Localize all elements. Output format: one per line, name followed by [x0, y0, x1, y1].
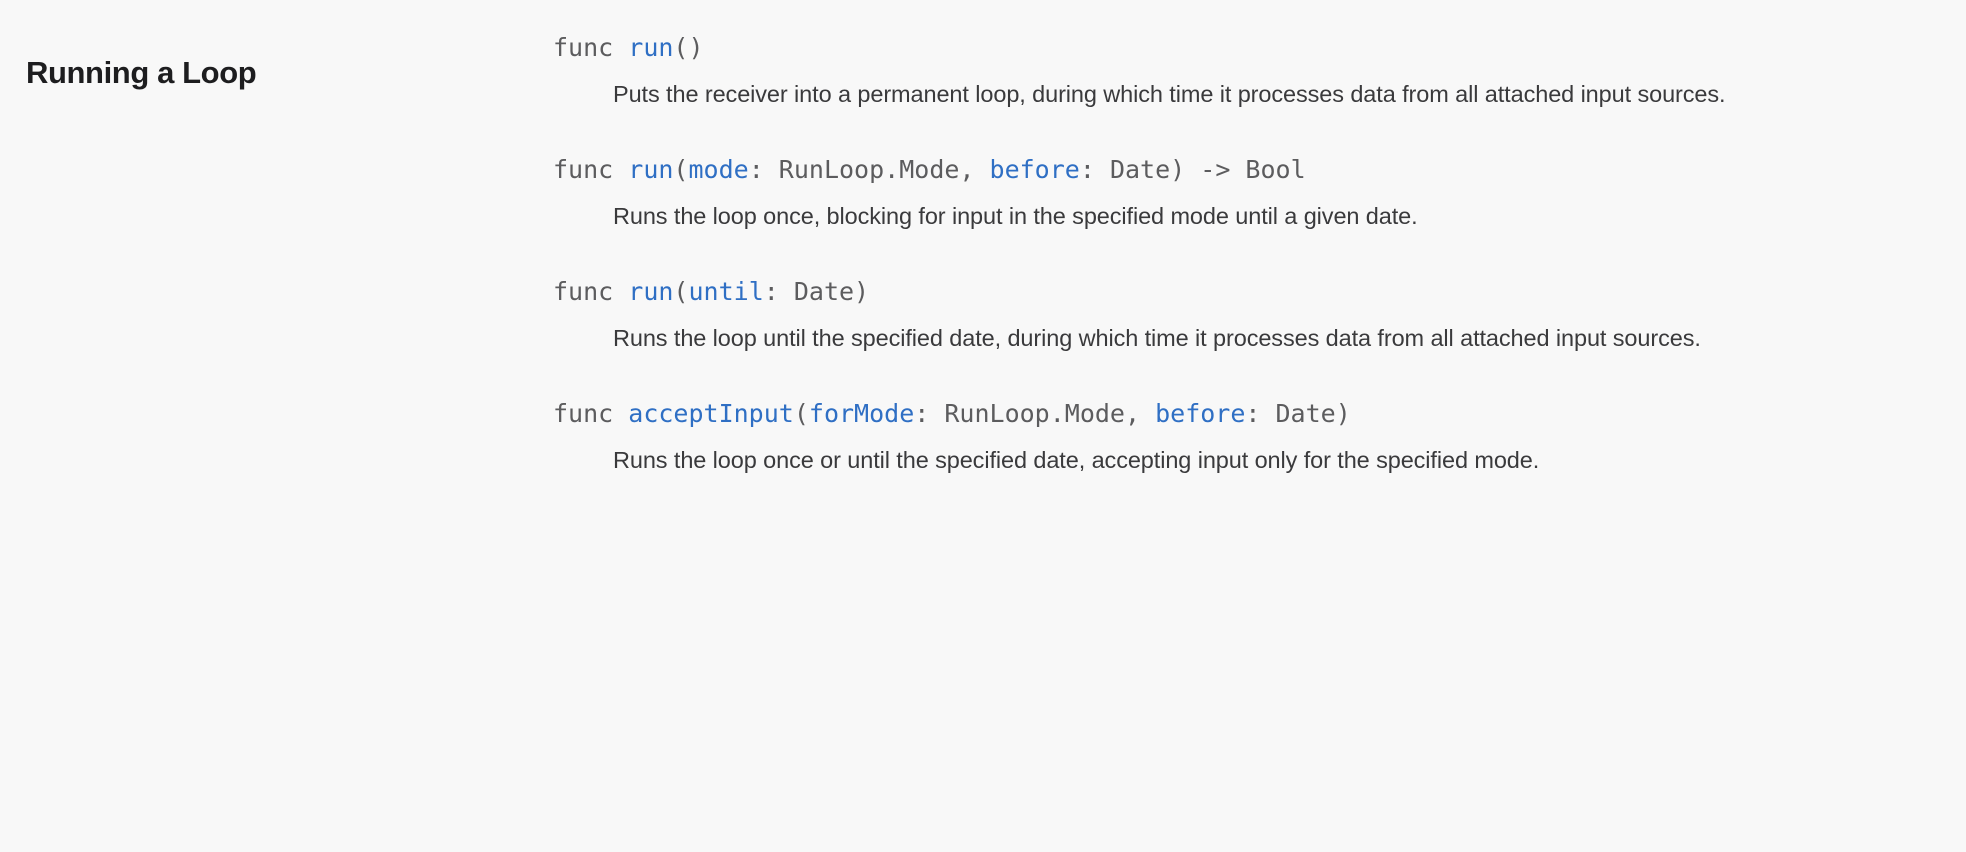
code-token-identifier: acceptInput — [628, 399, 794, 428]
code-token-param: until — [688, 277, 764, 306]
symbol-entry: func run() Puts the receiver into a perma… — [553, 27, 1923, 113]
page-title: Running a Loop — [26, 54, 257, 90]
code-token-type: : RunLoop.Mode, — [914, 399, 1156, 428]
code-token-punctuation: () — [673, 33, 704, 62]
symbol-declaration-link[interactable]: func run(until: Date) — [553, 271, 1923, 313]
code-token-punctuation: ( — [673, 277, 689, 306]
code-token-keyword: func — [553, 277, 629, 306]
code-token-identifier: run — [628, 277, 674, 306]
code-token-type: : Date) — [1079, 155, 1201, 184]
symbol-declaration-link[interactable]: func acceptInput(forMode: RunLoop.Mode, … — [553, 393, 1923, 435]
code-token-type: : Date) — [1245, 399, 1351, 428]
symbol-abstract: Runs the loop once, blocking for input i… — [613, 203, 1418, 229]
code-token-param: before — [989, 155, 1080, 184]
symbol-list: func run()Puts the receiver into a perma… — [553, 27, 1923, 479]
symbol-declaration-link[interactable]: func run() — [553, 27, 1923, 69]
code-token-keyword: func — [553, 399, 629, 428]
symbol-entry: func acceptInput(forMode: RunLoop.Mode, … — [553, 393, 1923, 479]
code-token-type: : RunLoop.Mode, — [748, 155, 990, 184]
code-token-type: : Date) — [763, 277, 870, 306]
code-token-identifier: run — [628, 33, 674, 62]
code-token-param: before — [1155, 399, 1246, 428]
code-token-param: mode — [688, 155, 749, 184]
symbol-abstract: Puts the receiver into a permanent loop,… — [613, 81, 1726, 107]
symbol-declaration-link[interactable]: func run(mode: RunLoop.Mode, before: Dat… — [553, 149, 1923, 191]
symbol-entry: func run(until: Date) Runs the loop until… — [553, 271, 1923, 357]
symbol-entry: func run(mode: RunLoop.Mode, before: Dat… — [553, 149, 1923, 235]
code-token-param: forMode — [808, 399, 915, 428]
code-token-keyword: func — [553, 33, 629, 62]
code-token-keyword: func — [553, 155, 629, 184]
code-token-punctuation: ( — [673, 155, 689, 184]
symbol-abstract: Runs the loop once or until the specifie… — [613, 447, 1540, 473]
symbol-abstract: Runs the loop until the specified date, … — [613, 325, 1701, 351]
code-token-identifier: run — [628, 155, 674, 184]
code-token-type: -> Bool — [1200, 155, 1306, 184]
code-token-punctuation: ( — [793, 399, 809, 428]
